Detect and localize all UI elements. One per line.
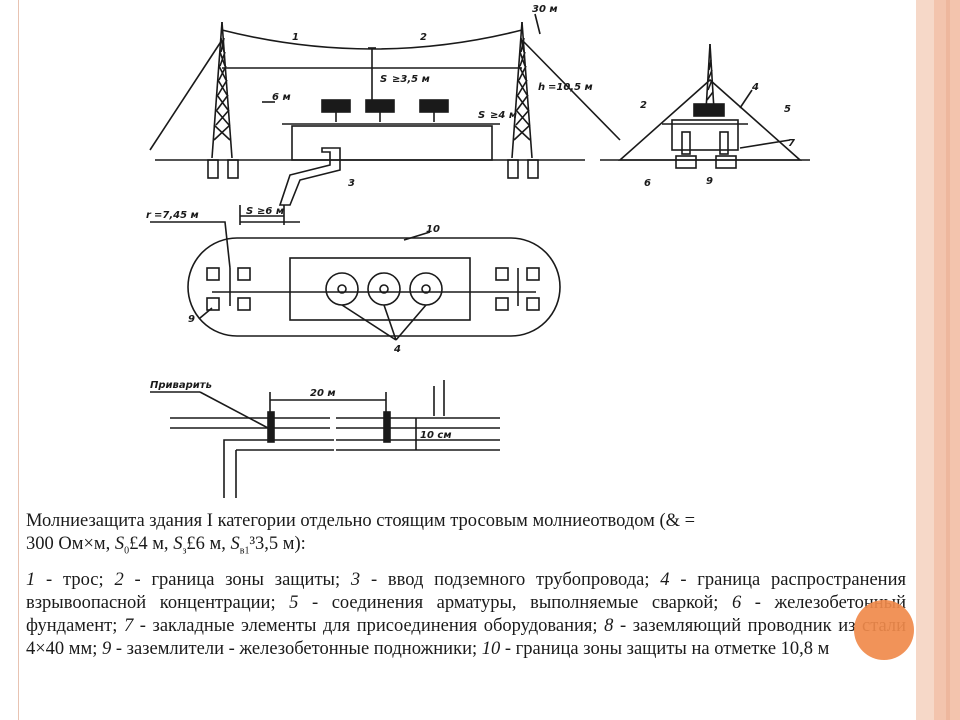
weld-detail [150, 380, 500, 498]
legend-text: - граница зоны защиты на отметке 10,8 м [500, 638, 830, 659]
legend-num: 4 [660, 569, 670, 590]
legend-num: 3 [350, 569, 361, 590]
lightning-protection-drawing: 1 2 30 м S ≥3,5 м h =10,5 м 6 м S ≥4 м S… [146, 4, 810, 498]
legend-text: - граница распространения взрывоопасной … [26, 569, 906, 613]
label-3: 3 [348, 178, 355, 189]
label-sbt-rest: ≥3,5 м [392, 74, 430, 85]
accent-dot [854, 600, 914, 660]
legend-text: - соединения арматуры, выполняемые сварк… [298, 592, 732, 613]
caption-sz: S [173, 534, 183, 554]
legend-text: - граница зоны защиты; [123, 569, 351, 590]
label-30m: 30 м [532, 4, 558, 15]
caption-line-1: Молниезащита здания I категории отдельно… [26, 511, 696, 531]
caption-sz-val: £6 м, [186, 534, 231, 554]
legend-text: - закладные элементы для присоединения о… [133, 615, 605, 636]
decor-stripe-line [946, 0, 950, 720]
legend-text: - заземляющий проводник из стали 4×40 мм… [26, 615, 907, 659]
slide-left-rule [18, 0, 19, 720]
zone-left [149, 39, 223, 151]
label-sz4: S [478, 110, 485, 121]
caption-s0: S [114, 534, 125, 554]
label-sbt: S [380, 74, 387, 85]
legend-text: - ввод подземного трубопровода; [360, 569, 661, 590]
caption-legend: 1 - трос; 2 - граница зоны защиты; 3 - в… [26, 569, 906, 661]
legend-num: 2 [114, 569, 124, 590]
legend-num: 6 [732, 592, 742, 613]
left-mast [207, 21, 239, 179]
label-side-4: 4 [751, 82, 759, 93]
caption-s0-val: £4 м, [129, 534, 174, 554]
right-mast [507, 21, 539, 179]
label-h0-rest: =10,5 м [548, 82, 593, 93]
legend-num: 10 [481, 638, 501, 659]
label-2: 2 [420, 32, 427, 43]
caption-sv-val: ³3,5 м): [249, 534, 306, 554]
label-sz6-rest: ≥6 м [257, 206, 284, 217]
label-rx: r [146, 210, 152, 221]
caption-s0-sub: 0 [124, 545, 130, 557]
label-rx-rest: =7,45 м [154, 210, 199, 221]
decor-stripe-light [916, 0, 934, 720]
label-10cm: 10 см [420, 430, 452, 441]
label-10: 10 [426, 224, 440, 235]
plan-view [150, 221, 561, 341]
legend-num: 8 [604, 615, 614, 636]
legend-num: 9 [102, 638, 112, 659]
figure-caption: Молниезащита здания I категории отдельно… [26, 510, 906, 661]
legend-num: 5 [289, 592, 299, 613]
legend-text: - заземлители - железобетонные подножник… [111, 638, 482, 659]
zone-right [521, 39, 621, 141]
label-side-5: 5 [784, 104, 791, 115]
legend-num: 1 [26, 569, 36, 590]
pipe-3 [278, 147, 341, 206]
caption-sv-sub: в1 [239, 545, 250, 557]
caption-line-2a: 300 Ом×м, [26, 534, 115, 554]
label-20m: 20 м [310, 388, 336, 399]
side-view [600, 43, 810, 169]
label-side-9: 9 [706, 176, 713, 187]
label-privarit: Приварить [150, 380, 212, 391]
cable-1 [221, 29, 523, 50]
label-side-6: 6 [644, 178, 651, 189]
caption-sv: S [230, 534, 240, 554]
label-9: 9 [188, 314, 195, 325]
label-1: 1 [292, 32, 299, 43]
label-6m: 6 м [272, 92, 291, 103]
label-sz4-rest: ≥4 м [490, 110, 517, 121]
legend-text: - трос; [35, 569, 115, 590]
building [291, 125, 493, 161]
legend-num: 7 [123, 615, 134, 636]
label-h0: h [538, 82, 545, 93]
label-4: 4 [393, 344, 401, 355]
caption-sz-sub: з [182, 545, 187, 557]
label-side-2: 2 [640, 100, 647, 111]
label-side-7: 7 [788, 138, 795, 149]
label-sz6: S [246, 206, 253, 217]
caption-title: Молниезащита здания I категории отдельно… [26, 510, 906, 563]
